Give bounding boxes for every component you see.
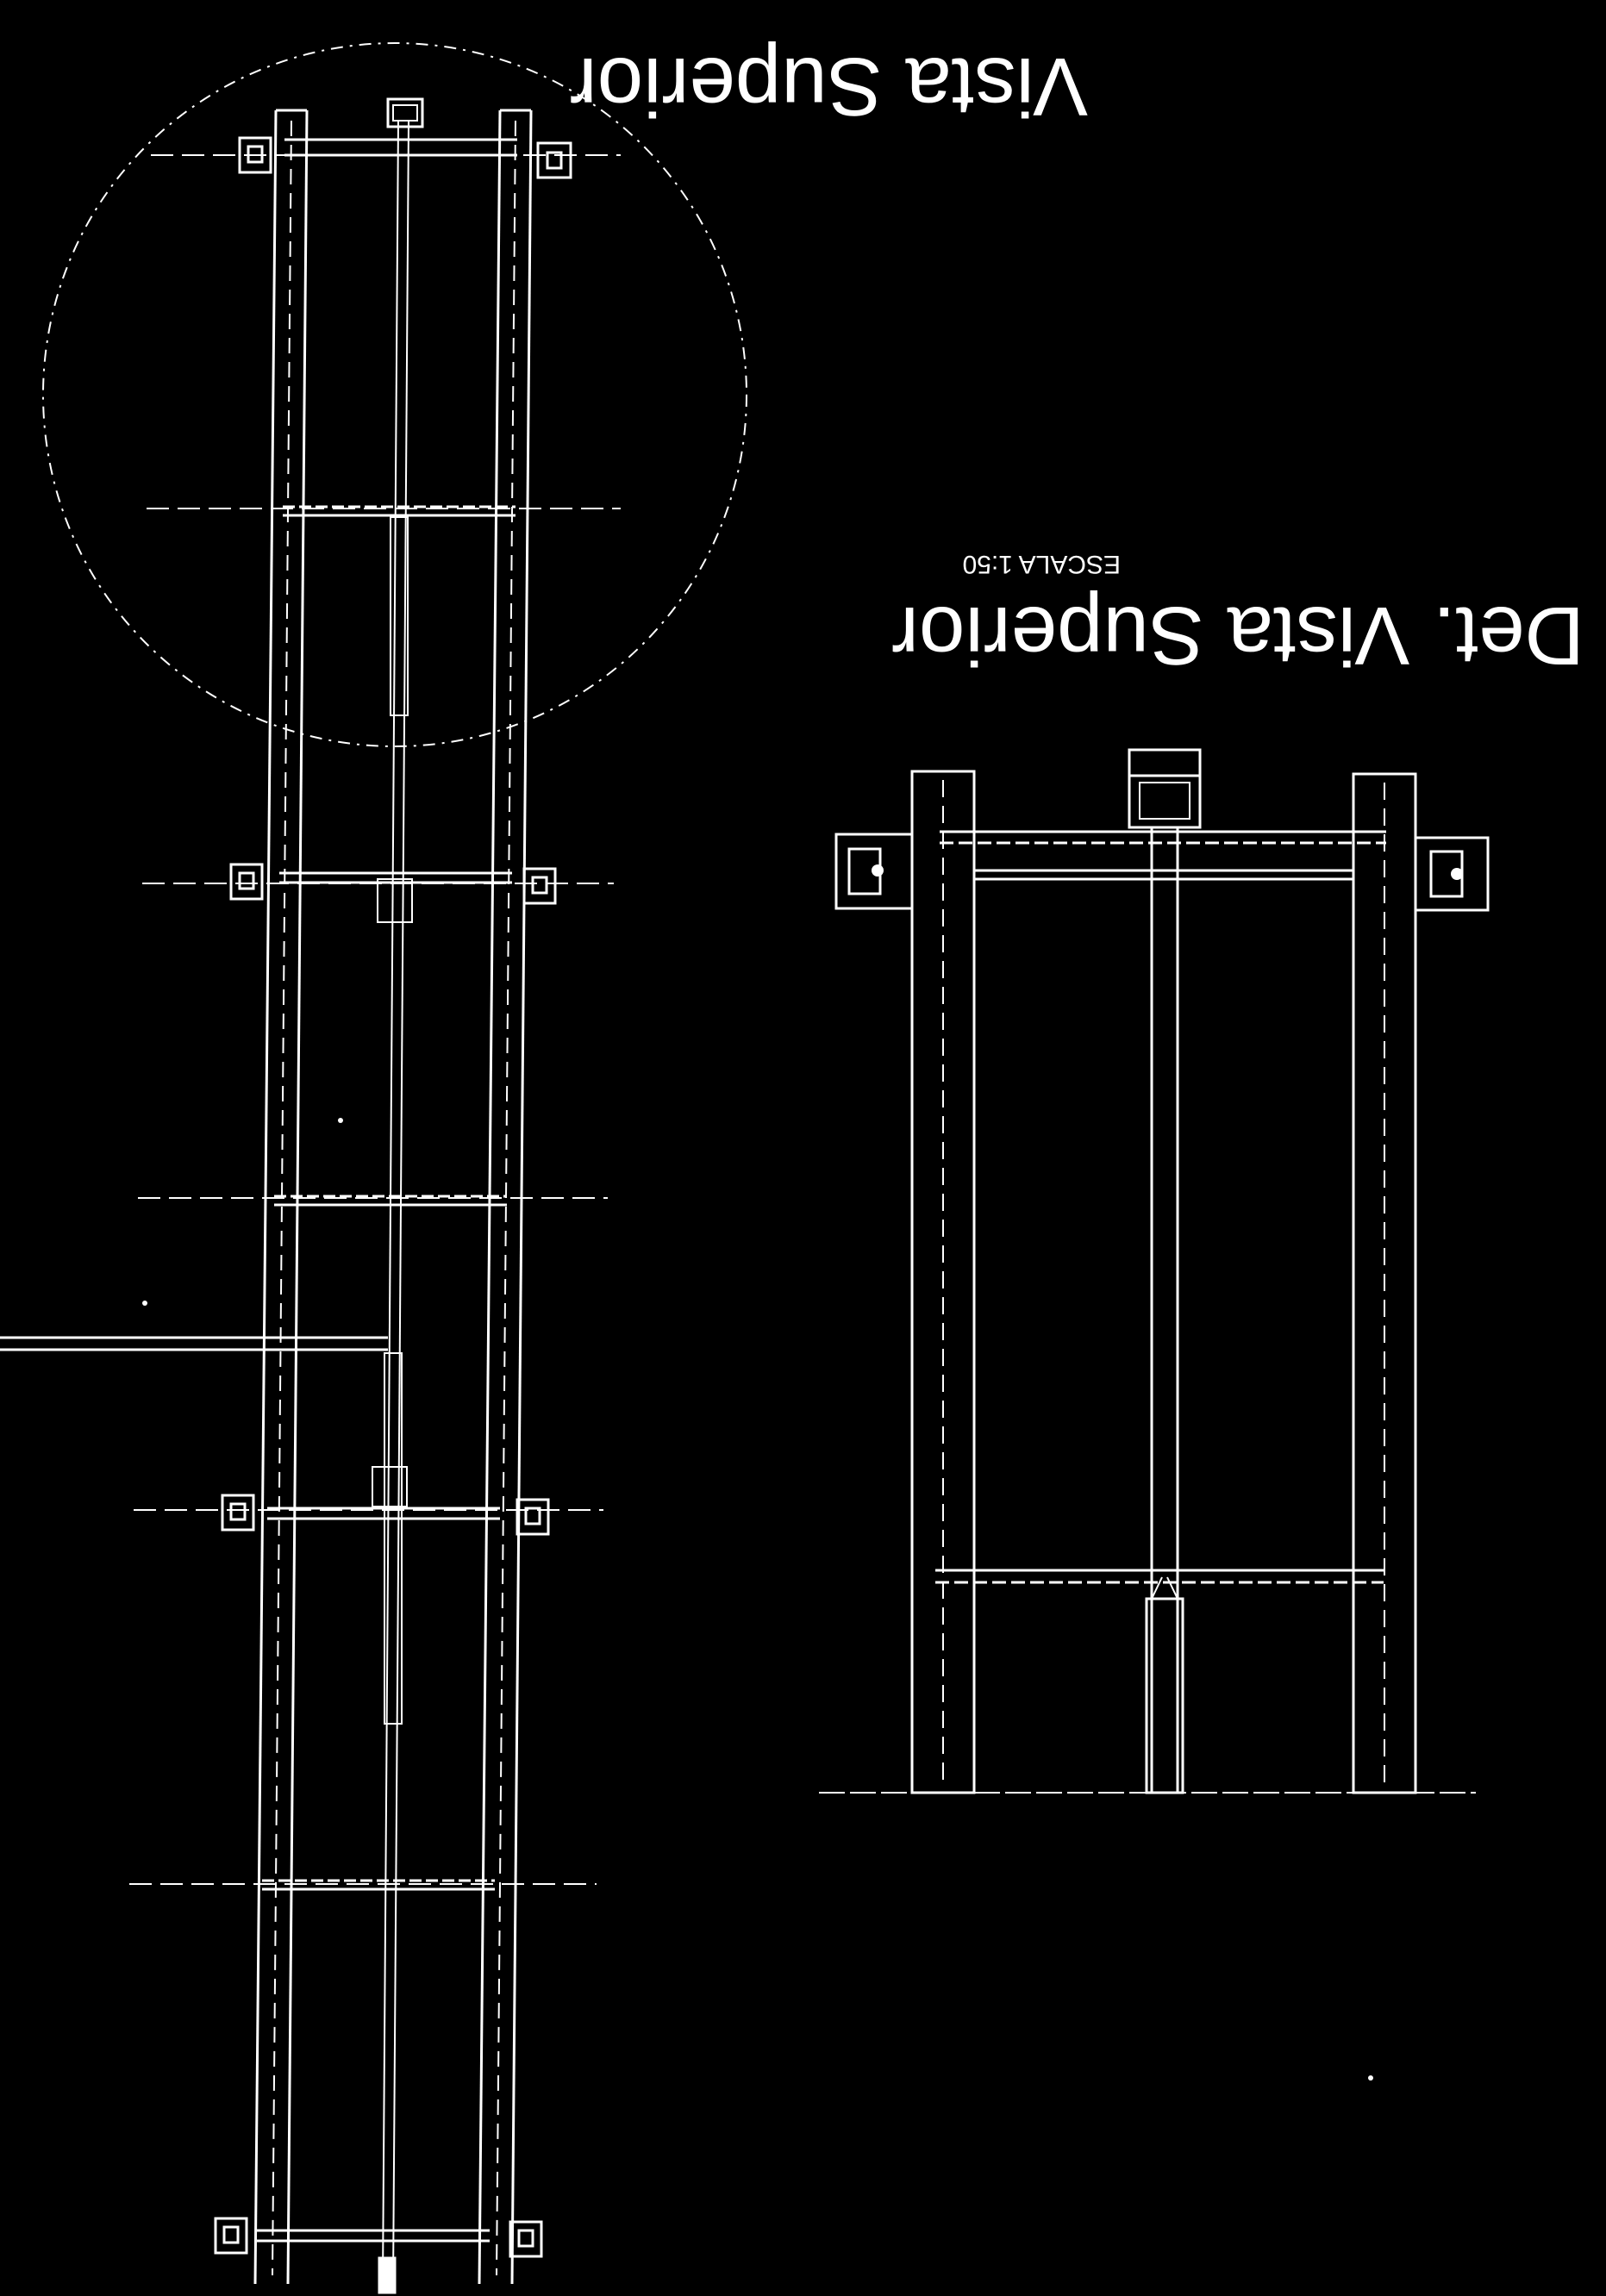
- side-arm: [0, 1336, 388, 1351]
- main-view: Vista Superior: [0, 41, 1088, 2294]
- bracket-plate-icon: [522, 867, 557, 905]
- bracket-plate-icon: [536, 141, 572, 179]
- hatch-pad-icon: [1128, 748, 1202, 829]
- bolt-icon: [872, 864, 884, 877]
- bolt-icon: [1451, 868, 1463, 880]
- center-spine: [378, 97, 424, 2294]
- bracket-plate-icon: [229, 863, 264, 901]
- bracket-plate-icon: [509, 2220, 543, 2258]
- mounting-brackets: [214, 136, 572, 2258]
- bracket-plate-icon: [238, 136, 272, 174]
- detail-view-scale: ESCALA 1:50: [963, 550, 1121, 578]
- bracket-plate-icon: [214, 2217, 248, 2255]
- detail-view: Det. Vista Superior ESCALA 1:50: [819, 550, 1584, 1794]
- main-view-title: Vista Superior: [570, 41, 1088, 133]
- bracket-plate-icon: [516, 1498, 550, 1536]
- detail-cross-members: [935, 830, 1386, 1584]
- detail-callout-circle: [42, 42, 747, 747]
- specks: [142, 1118, 1373, 2081]
- detail-view-title: Det. Vista Superior: [891, 590, 1584, 682]
- center-lines: [129, 154, 621, 1885]
- bracket-plate-icon: [221, 1494, 255, 1532]
- top-cap: [386, 97, 424, 128]
